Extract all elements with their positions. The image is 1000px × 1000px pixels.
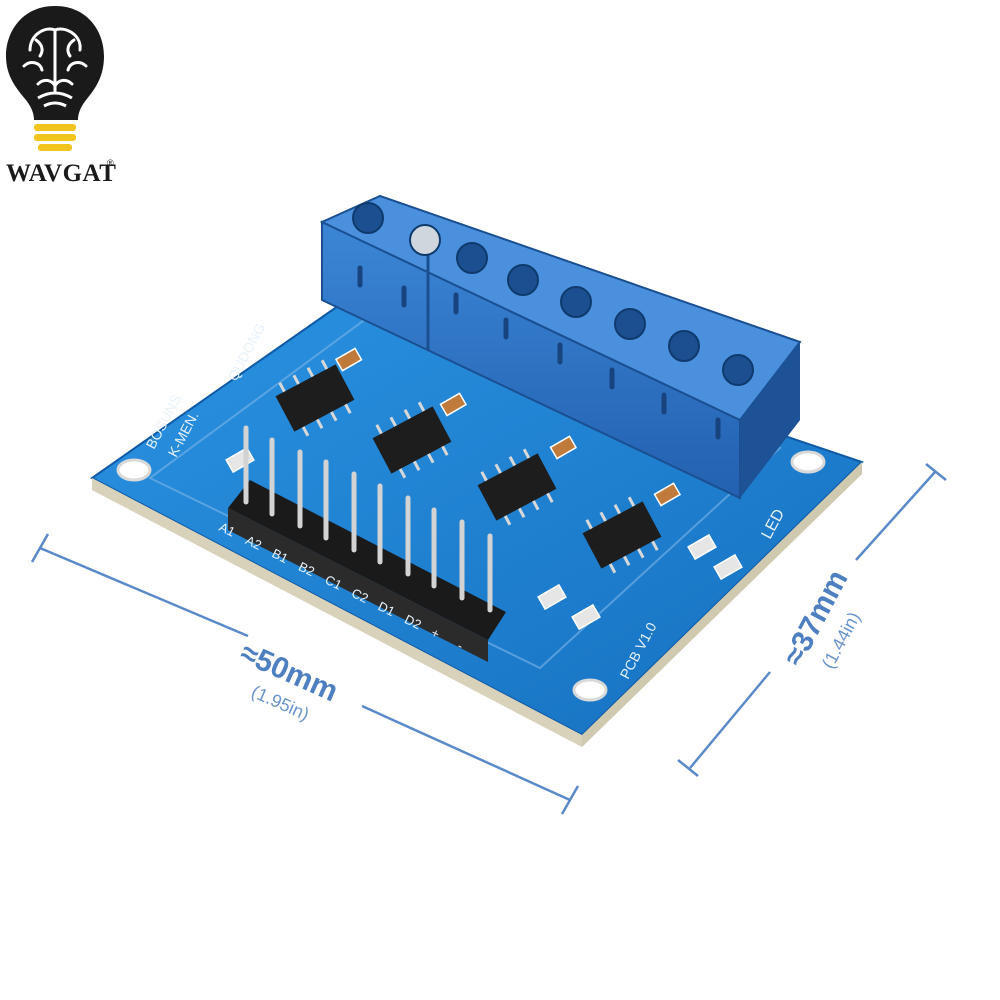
chip bbox=[477, 448, 557, 526]
dimension-height bbox=[677, 463, 947, 777]
chip bbox=[275, 359, 355, 437]
driver-chips bbox=[275, 359, 662, 574]
lightbulb-brain-icon bbox=[6, 6, 104, 151]
brand-name: WAVGAT bbox=[6, 160, 117, 187]
pin-label: - bbox=[455, 638, 465, 653]
pin-label: A2 bbox=[243, 532, 264, 552]
mount-hole bbox=[116, 458, 152, 482]
pin-label: B1 bbox=[270, 546, 291, 566]
chip bbox=[582, 496, 662, 574]
chip bbox=[372, 401, 452, 479]
dimension-width bbox=[30, 533, 580, 815]
pin-label: B2 bbox=[296, 559, 317, 579]
mount-hole bbox=[790, 450, 826, 474]
mount-hole bbox=[572, 678, 608, 702]
pin-label: D2 bbox=[402, 612, 424, 633]
pin-label: C2 bbox=[349, 585, 371, 606]
pin-label: C1 bbox=[323, 572, 345, 593]
pin-label: A1 bbox=[217, 519, 238, 539]
header-pins bbox=[228, 425, 506, 662]
terminal-screws bbox=[352, 202, 754, 386]
pin-label: D1 bbox=[376, 598, 398, 619]
brand-logo: WAVGAT ® bbox=[0, 0, 130, 200]
registered-mark: ® bbox=[107, 158, 114, 168]
screw-terminal-block bbox=[319, 194, 802, 500]
